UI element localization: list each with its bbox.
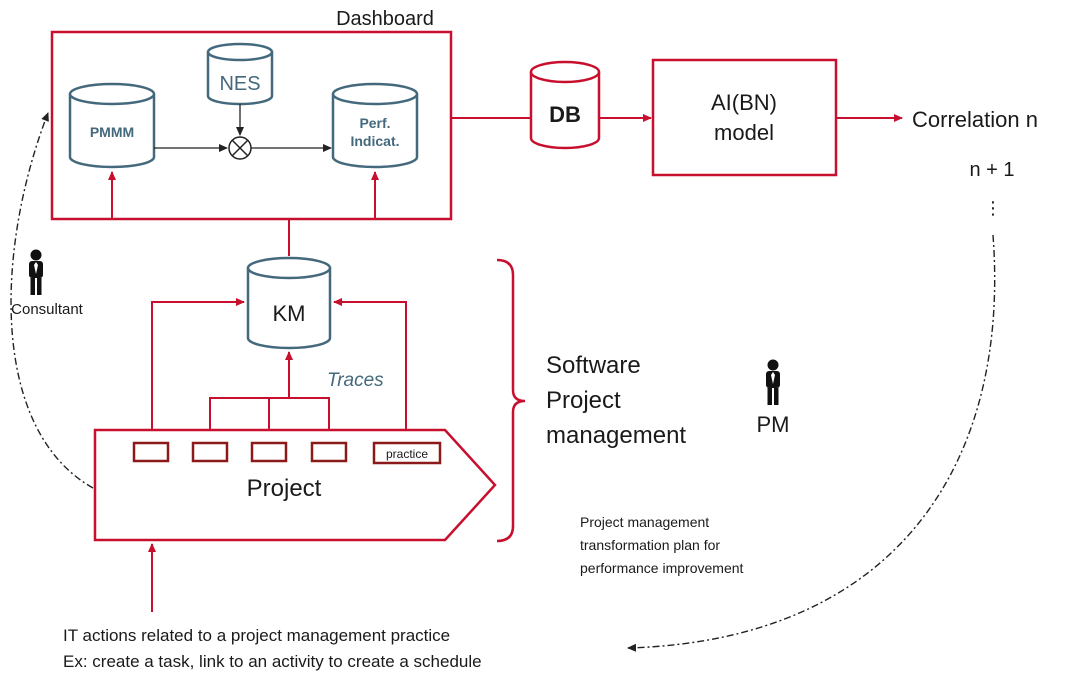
n-plus-1-label: n + 1 [969, 159, 1014, 181]
practice-box-4 [310, 441, 348, 463]
db-label: DB [549, 102, 581, 127]
consultant-feedback-curve [10, 112, 94, 489]
nes-label: NES [219, 73, 260, 95]
plan-line1: Project management [580, 514, 709, 530]
practice-box-2 [191, 441, 229, 463]
project-shape: practice Project [93, 428, 497, 542]
perf-label-line1: Perf. [359, 115, 390, 131]
practice-label: practice [386, 447, 428, 461]
practice-box-1 [132, 441, 170, 463]
transformation-plan-curve [627, 234, 996, 652]
it-actions-line1: IT actions related to a project manageme… [63, 626, 450, 645]
consultant-label: Consultant [11, 301, 84, 318]
right-brace [496, 258, 526, 543]
pmmm-cylinder: PMMM [68, 82, 156, 169]
traces-label: Traces [327, 370, 384, 391]
ai-model-box: AI(BN) model [651, 58, 838, 177]
km-cylinder: KM [246, 256, 332, 350]
nes-cylinder: NES [206, 42, 274, 106]
km-label: KM [273, 301, 306, 326]
it-actions-line2: Ex: create a task, link to an activity t… [63, 652, 482, 671]
pm-person-icon [766, 359, 780, 405]
dashboard-group: Dashboard NES PMMM Perf. Indicat. [50, 8, 453, 256]
practice-box-3 [250, 441, 288, 463]
ai-label-line2: model [714, 120, 774, 145]
software-line1: Software [546, 352, 641, 379]
practice-box-5 [372, 441, 442, 465]
plan-line2: transformation plan for [580, 537, 720, 553]
km-to-dashboard-connector [112, 218, 375, 256]
plan-line3: performance improvement [580, 560, 744, 576]
circle-cross-icon [228, 136, 252, 160]
ai-label-line1: AI(BN) [711, 90, 777, 115]
correlation-label: Correlation n [912, 107, 1038, 132]
ellipsis-label: ⋮ [984, 198, 1002, 218]
software-line3: management [546, 422, 686, 449]
pm-label: PM [757, 412, 790, 437]
pmmm-label: PMMM [90, 124, 134, 140]
consultant-person-icon [29, 249, 43, 295]
project-label: Project [247, 475, 322, 502]
dashboard-title: Dashboard [336, 8, 434, 30]
db-cylinder: DB [529, 60, 601, 150]
perf-label-line2: Indicat. [350, 133, 399, 149]
perf-indicators-cylinder: Perf. Indicat. [331, 82, 419, 169]
software-line2: Project [546, 387, 621, 414]
